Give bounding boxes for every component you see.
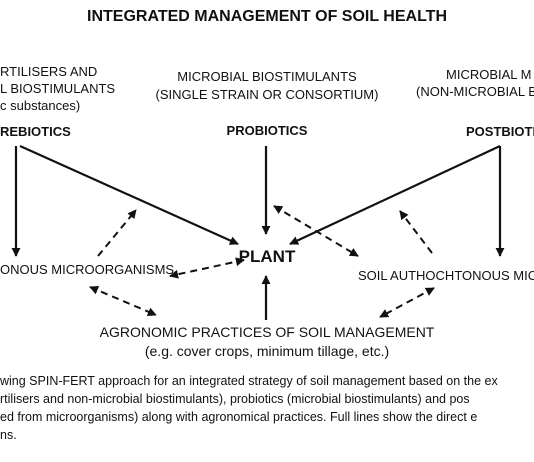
arrow-prebiotics-to-plant [19, 144, 239, 246]
right-soil-label: SOIL AUTHOCHTONOUS MIC [358, 268, 534, 283]
dashed-plant-right-soil [273, 205, 359, 257]
dashed-left-soil-agronomic [89, 286, 157, 316]
caption-line-1: wing SPIN-FERT approach for an integrate… [0, 374, 498, 388]
dashed-right-soil-to-postbiotic-line [399, 210, 433, 254]
probiotics-label: PROBIOTICS [226, 123, 308, 138]
dashed-right-soil-agronomic [379, 287, 435, 318]
left-source-line2: L BIOSTIMULANTS [0, 81, 116, 96]
caption-line-4: ns. [0, 428, 17, 442]
postbiotics-label: POSTBIOTI [466, 124, 534, 139]
dashed-plant-left-soil [169, 257, 245, 279]
plant-label: PLANT [238, 247, 296, 266]
agronomic-practices-examples: (e.g. cover crops, minimum tillage, etc.… [144, 343, 390, 359]
left-source-line1: RTILISERS AND [0, 64, 98, 79]
center-source-line2: (SINGLE STRAIN OR CONSORTIUM) [155, 87, 379, 102]
caption-line-2: rtilisers and non-microbial biostimulant… [0, 392, 470, 406]
center-source-line1: MICROBIAL BIOSTIMULANTS [177, 69, 357, 84]
diagram-title: INTEGRATED MANAGEMENT OF SOIL HEALTH [87, 8, 447, 25]
agronomic-practices-title: AGRONOMIC PRACTICES OF SOIL MANAGEMENT [99, 324, 435, 340]
arrow-postbiotics-to-plant [289, 145, 501, 245]
right-source-line1: MICROBIAL M [446, 67, 532, 82]
right-source-line2: (NON-MICROBIAL B [416, 84, 534, 99]
caption-line-3: ed from microorganisms) along with agron… [0, 410, 478, 424]
prebiotics-label: REBIOTICS [0, 124, 71, 139]
left-source-line3: c substances) [0, 98, 81, 113]
left-soil-label: ONOUS MICROORGANISMS [0, 262, 175, 277]
dashed-left-soil-to-prebiotic-line [97, 209, 137, 257]
